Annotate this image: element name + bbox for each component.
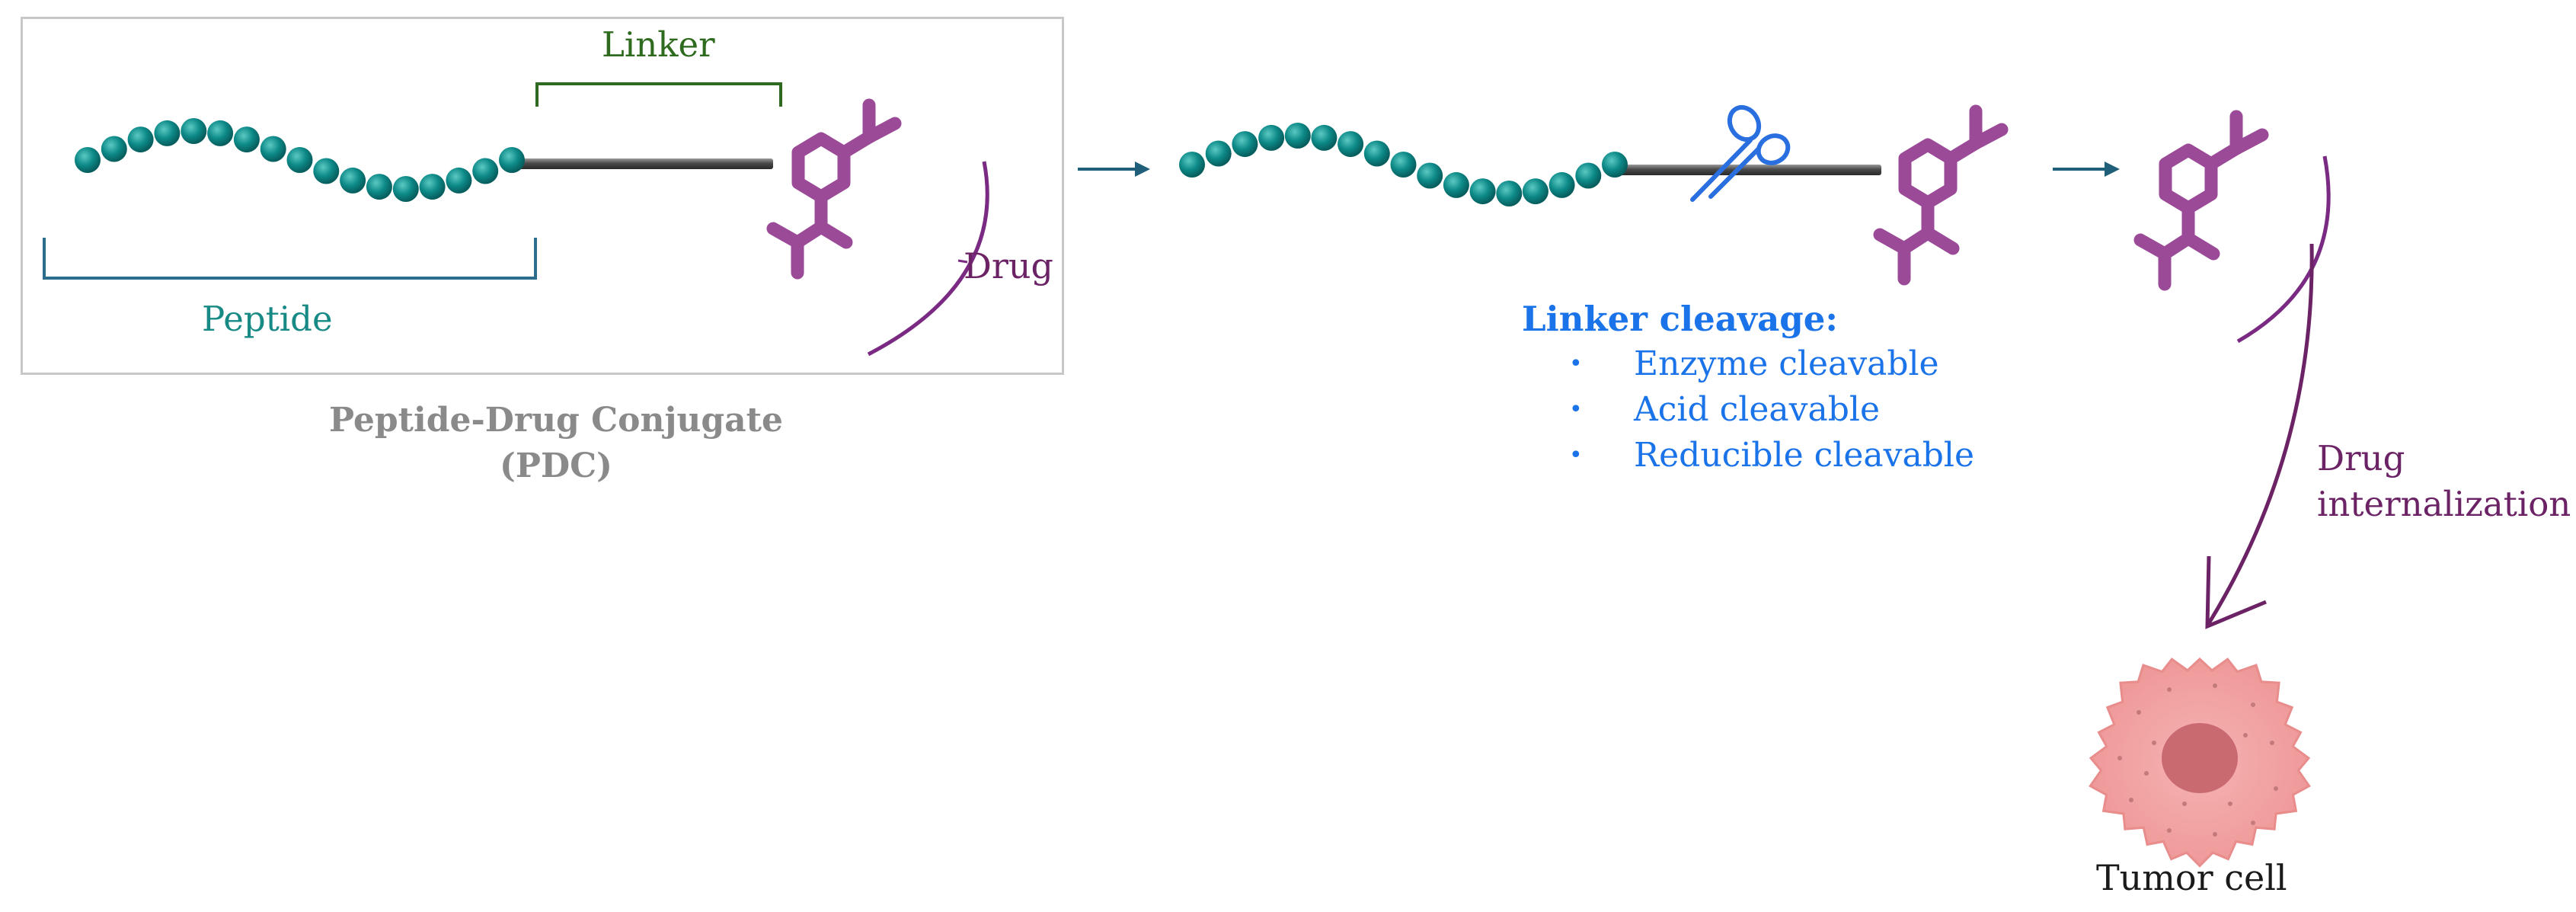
peptide-bead bbox=[1602, 152, 1628, 178]
peptide-chain-icon bbox=[1179, 123, 1628, 206]
cleavage-title: Linker cleavage: bbox=[1522, 299, 1838, 339]
peptide-bead bbox=[181, 118, 207, 144]
peptide-bead bbox=[154, 120, 181, 146]
peptide-bead bbox=[1258, 124, 1285, 151]
bullet: • bbox=[1569, 442, 1583, 469]
list-item: • Reducible cleavable bbox=[1569, 433, 1974, 478]
cleavage-item-label: Enzyme cleavable bbox=[1634, 344, 1939, 383]
cell-dot bbox=[2270, 741, 2274, 745]
peptide-bead bbox=[366, 174, 392, 200]
peptide-bead bbox=[1390, 152, 1417, 178]
cell-dot bbox=[2167, 828, 2172, 833]
cell-dot bbox=[2228, 802, 2232, 806]
internalization-arrow-icon bbox=[2207, 243, 2314, 625]
cell-dot bbox=[2243, 733, 2248, 738]
drug-molecule-icon bbox=[1880, 111, 2002, 279]
cell-dot bbox=[2213, 832, 2217, 837]
cell-dot bbox=[2144, 771, 2149, 776]
cell-dot bbox=[2213, 683, 2217, 688]
peptide-bead bbox=[1522, 178, 1548, 205]
tumor-cell-icon bbox=[2089, 657, 2311, 868]
peptide-bead bbox=[260, 136, 286, 162]
peptide-bead bbox=[313, 158, 340, 184]
peptide-bead bbox=[1469, 178, 1496, 205]
peptide-bead bbox=[392, 176, 419, 202]
internalization-label-line1: Drug bbox=[2317, 438, 2405, 478]
list-item: • Acid cleavable bbox=[1569, 387, 1974, 433]
cell-dot bbox=[2167, 687, 2172, 692]
cell-dot bbox=[2251, 702, 2255, 707]
peptide-bead bbox=[1311, 124, 1338, 151]
arrow-icon bbox=[1078, 162, 1150, 177]
bullet: • bbox=[1569, 350, 1583, 377]
peptide-bead bbox=[1417, 162, 1443, 189]
peptide-bead bbox=[75, 147, 101, 173]
cell-dot bbox=[2152, 741, 2156, 745]
peptide-bracket bbox=[43, 238, 537, 280]
pdc-title-line1: Peptide-Drug Conjugate bbox=[329, 401, 783, 440]
scissors-icon bbox=[1690, 104, 1791, 202]
cleavage-list: • Enzyme cleavable • Acid cleavable • Reduc… bbox=[1569, 341, 1974, 478]
peptide-bead bbox=[472, 158, 499, 184]
cell-dot bbox=[2129, 798, 2133, 802]
internalization-label-line2: internalization bbox=[2317, 484, 2571, 524]
peptide-bead bbox=[207, 120, 234, 146]
peptide-bead bbox=[286, 147, 313, 173]
arrow-icon bbox=[2053, 162, 2120, 177]
cell-dot bbox=[2251, 821, 2255, 825]
peptide-bead bbox=[1232, 131, 1258, 158]
peptide-bead bbox=[1179, 152, 1205, 178]
drug-molecule-icon bbox=[2140, 117, 2262, 284]
peptide-bead bbox=[1284, 123, 1311, 149]
peptide-bead bbox=[1338, 131, 1364, 158]
drug-arc bbox=[2236, 155, 2331, 344]
cleavage-item-label: Reducible cleavable bbox=[1634, 436, 1975, 475]
internalization-graphics bbox=[2140, 117, 2331, 629]
linker-rod-icon bbox=[1616, 165, 1881, 175]
drug-arc bbox=[867, 161, 989, 357]
pdc-panel-frame bbox=[21, 17, 1064, 375]
peptide-bead bbox=[340, 167, 366, 194]
peptide-bead bbox=[101, 136, 127, 162]
peptide-bead bbox=[1575, 162, 1602, 189]
cell-dot bbox=[2274, 786, 2278, 791]
peptide-bead bbox=[419, 174, 446, 200]
peptide-bead bbox=[1548, 171, 1575, 198]
linker-label: Linker bbox=[602, 24, 715, 65]
peptide-chain-icon bbox=[75, 118, 525, 202]
pdc-title: Peptide-Drug Conjugate (PDC) bbox=[320, 398, 792, 489]
cleavage-item-label: Acid cleavable bbox=[1634, 390, 1880, 429]
peptide-bead bbox=[499, 147, 525, 173]
peptide-label: Peptide bbox=[202, 299, 333, 339]
peptide-bead bbox=[1205, 140, 1232, 167]
peptide-bead bbox=[1363, 140, 1390, 167]
cleavage-panel-graphics bbox=[1179, 102, 2002, 279]
cell-dot bbox=[2182, 802, 2187, 806]
peptide-bead bbox=[233, 126, 260, 153]
tumor-cell-label: Tumor cell bbox=[2096, 857, 2287, 898]
drug-label: Drug bbox=[964, 245, 1053, 286]
bullet: • bbox=[1569, 396, 1583, 423]
peptide-bead bbox=[446, 167, 472, 194]
list-item: • Enzyme cleavable bbox=[1569, 341, 1974, 387]
peptide-bead bbox=[1443, 171, 1469, 198]
peptide-bead bbox=[127, 126, 154, 153]
pdc-panel-graphics bbox=[43, 82, 989, 357]
cell-dot bbox=[2137, 710, 2141, 715]
peptide-bead bbox=[1496, 181, 1523, 206]
linker-rod-icon bbox=[514, 158, 773, 169]
pdc-title-line2: (PDC) bbox=[500, 446, 612, 485]
internalization-label: Drug internalization bbox=[2317, 436, 2571, 527]
cell-dot bbox=[2117, 756, 2122, 760]
linker-bracket bbox=[535, 82, 782, 107]
